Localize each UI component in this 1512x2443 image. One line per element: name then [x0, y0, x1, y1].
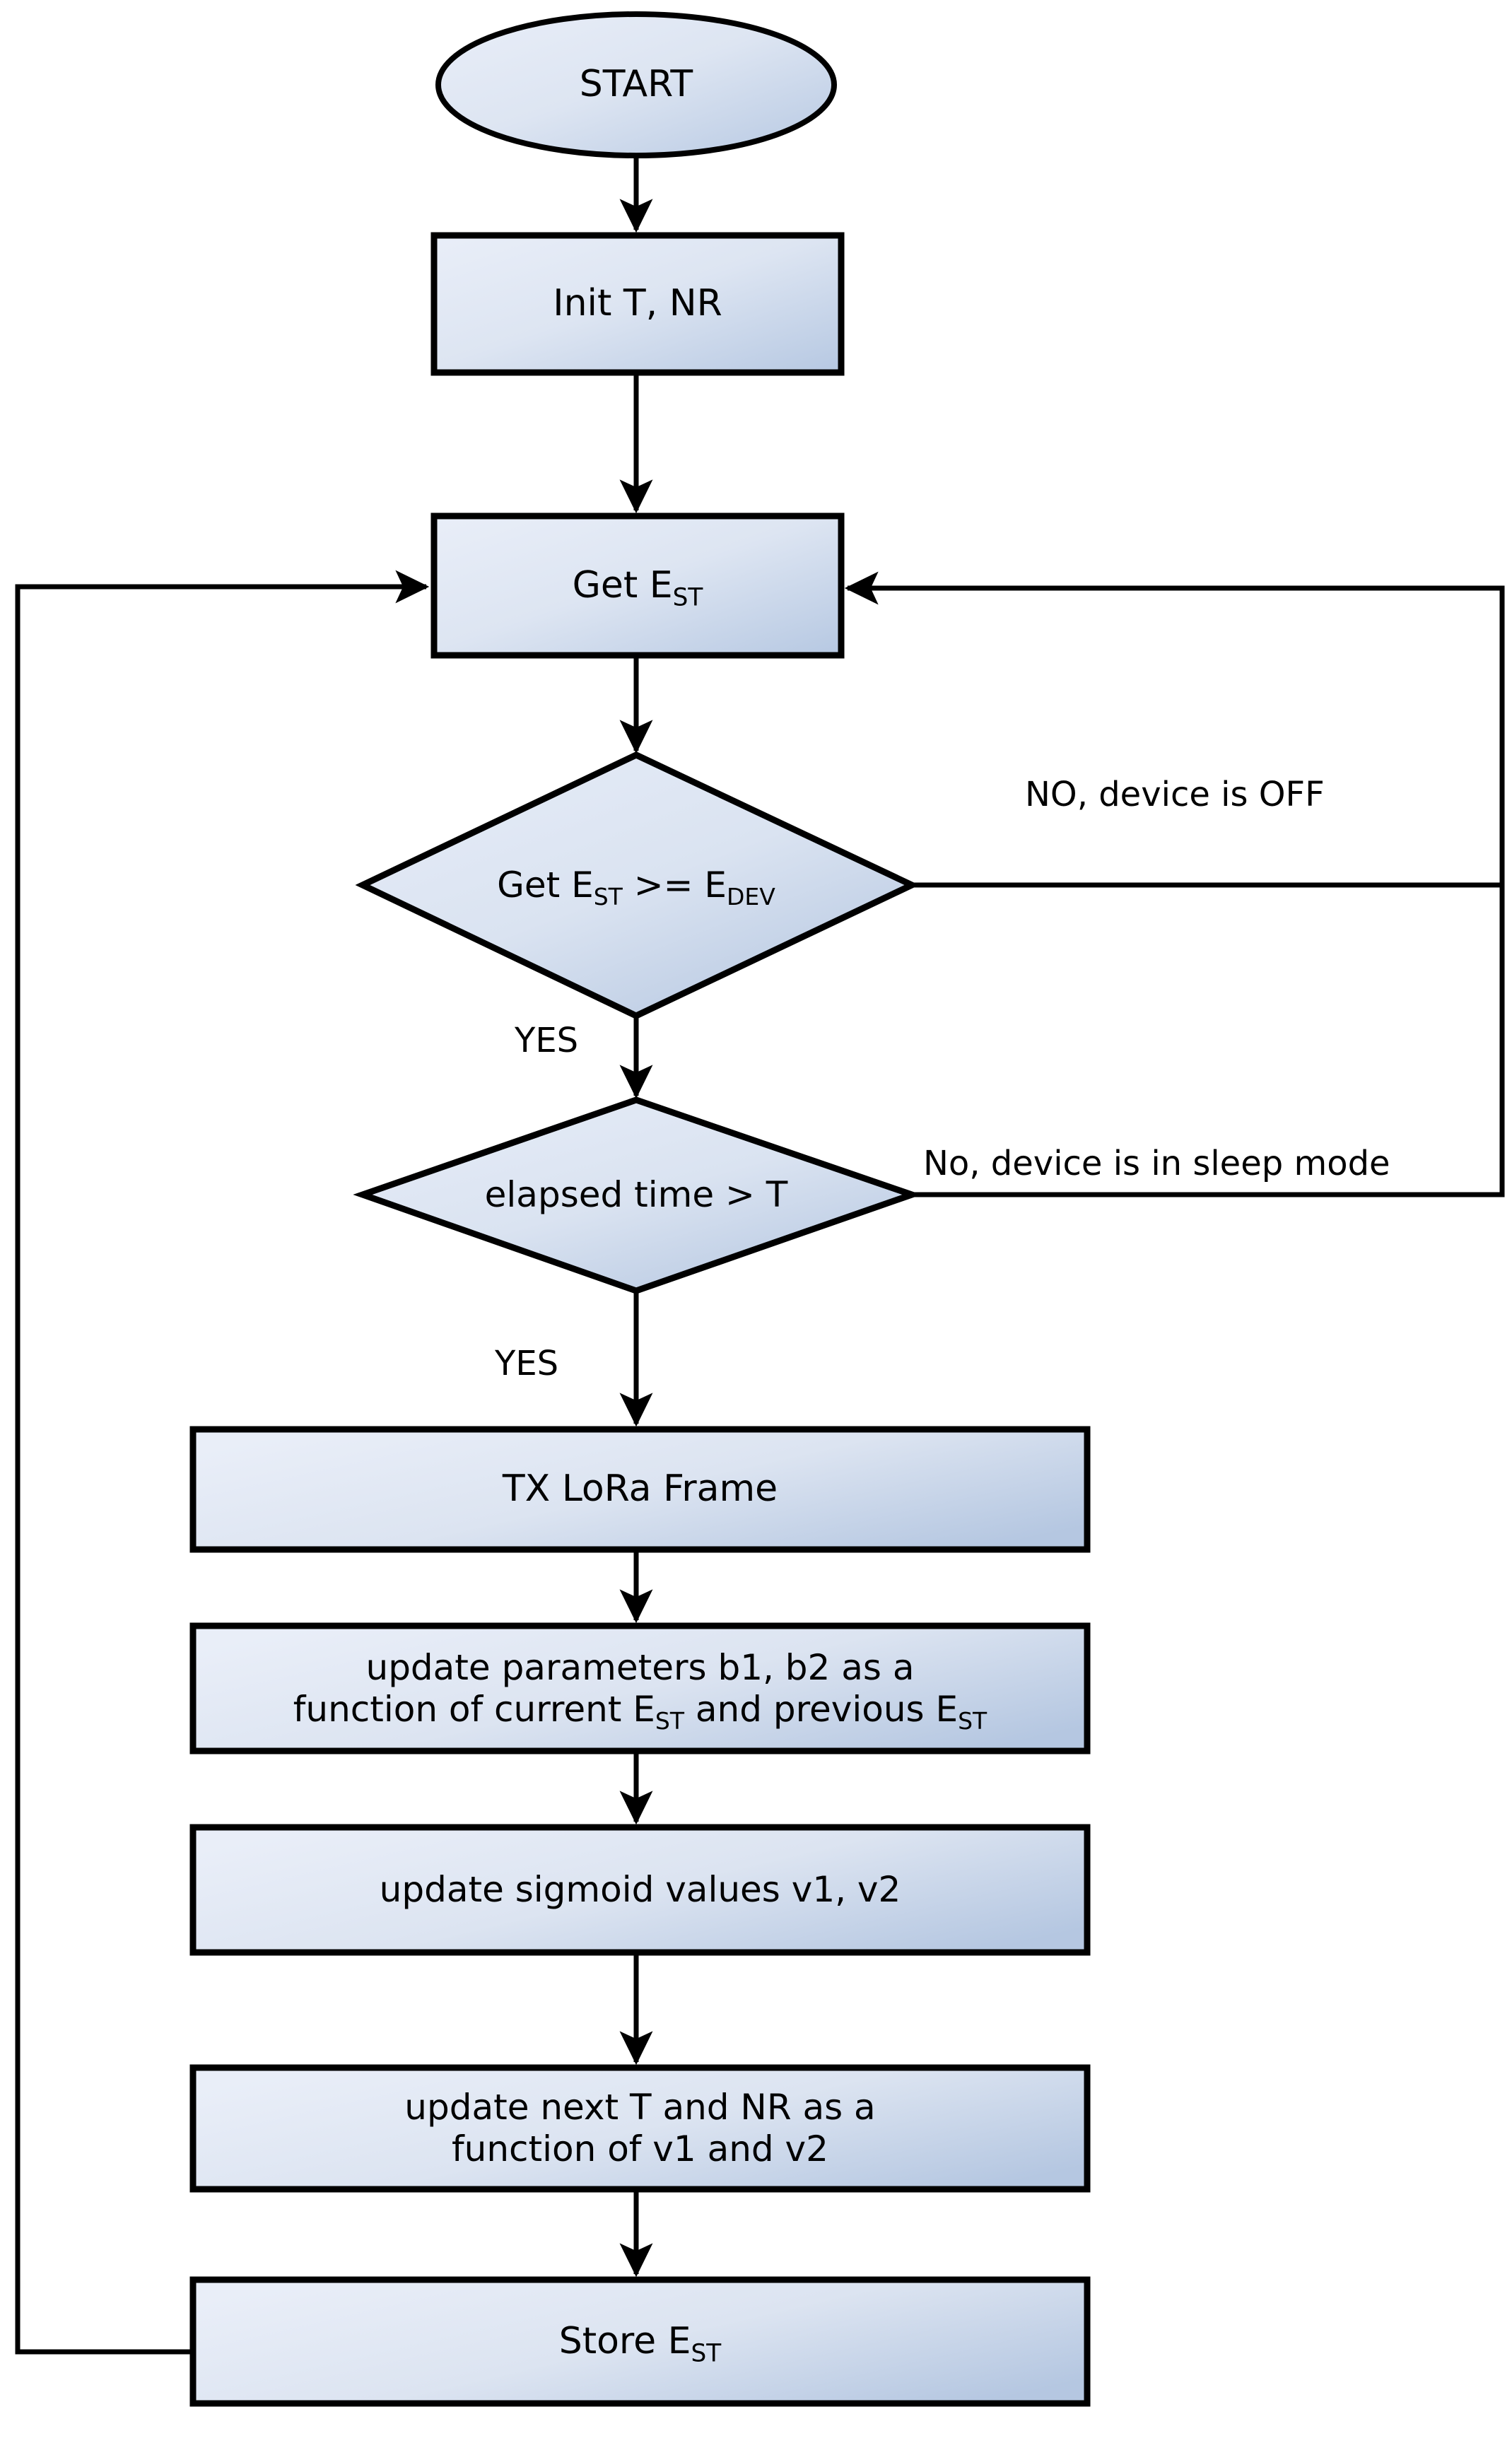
- node-update-params-shape: [189, 1622, 1091, 1754]
- node-init-shape: [430, 232, 845, 376]
- edge-label-no-sleep-mode: No, device is in sleep mode: [923, 1144, 1390, 1183]
- edge-label-yes-time: YES: [495, 1344, 559, 1383]
- edge-label-yes-energy: YES: [515, 1021, 579, 1060]
- node-update-sigmoid-shape: [189, 1824, 1091, 1956]
- edge-no-device-off: [844, 571, 1505, 888]
- node-tx-frame-shape: [189, 1426, 1091, 1553]
- node-start-shape: [435, 11, 837, 158]
- node-store-est-shape: [189, 2276, 1091, 2407]
- node-decision-energy-shape: [355, 751, 920, 1019]
- node-update-next-shape: [189, 2064, 1091, 2193]
- node-decision-time-shape: [353, 1096, 922, 1294]
- node-get-est-shape: [430, 512, 845, 659]
- edge-label-no-device-off: NO, device is OFF: [1025, 775, 1325, 814]
- edge-store-return-to-getest: [15, 570, 430, 2355]
- edge-no-sleep-mode: [913, 885, 1505, 1197]
